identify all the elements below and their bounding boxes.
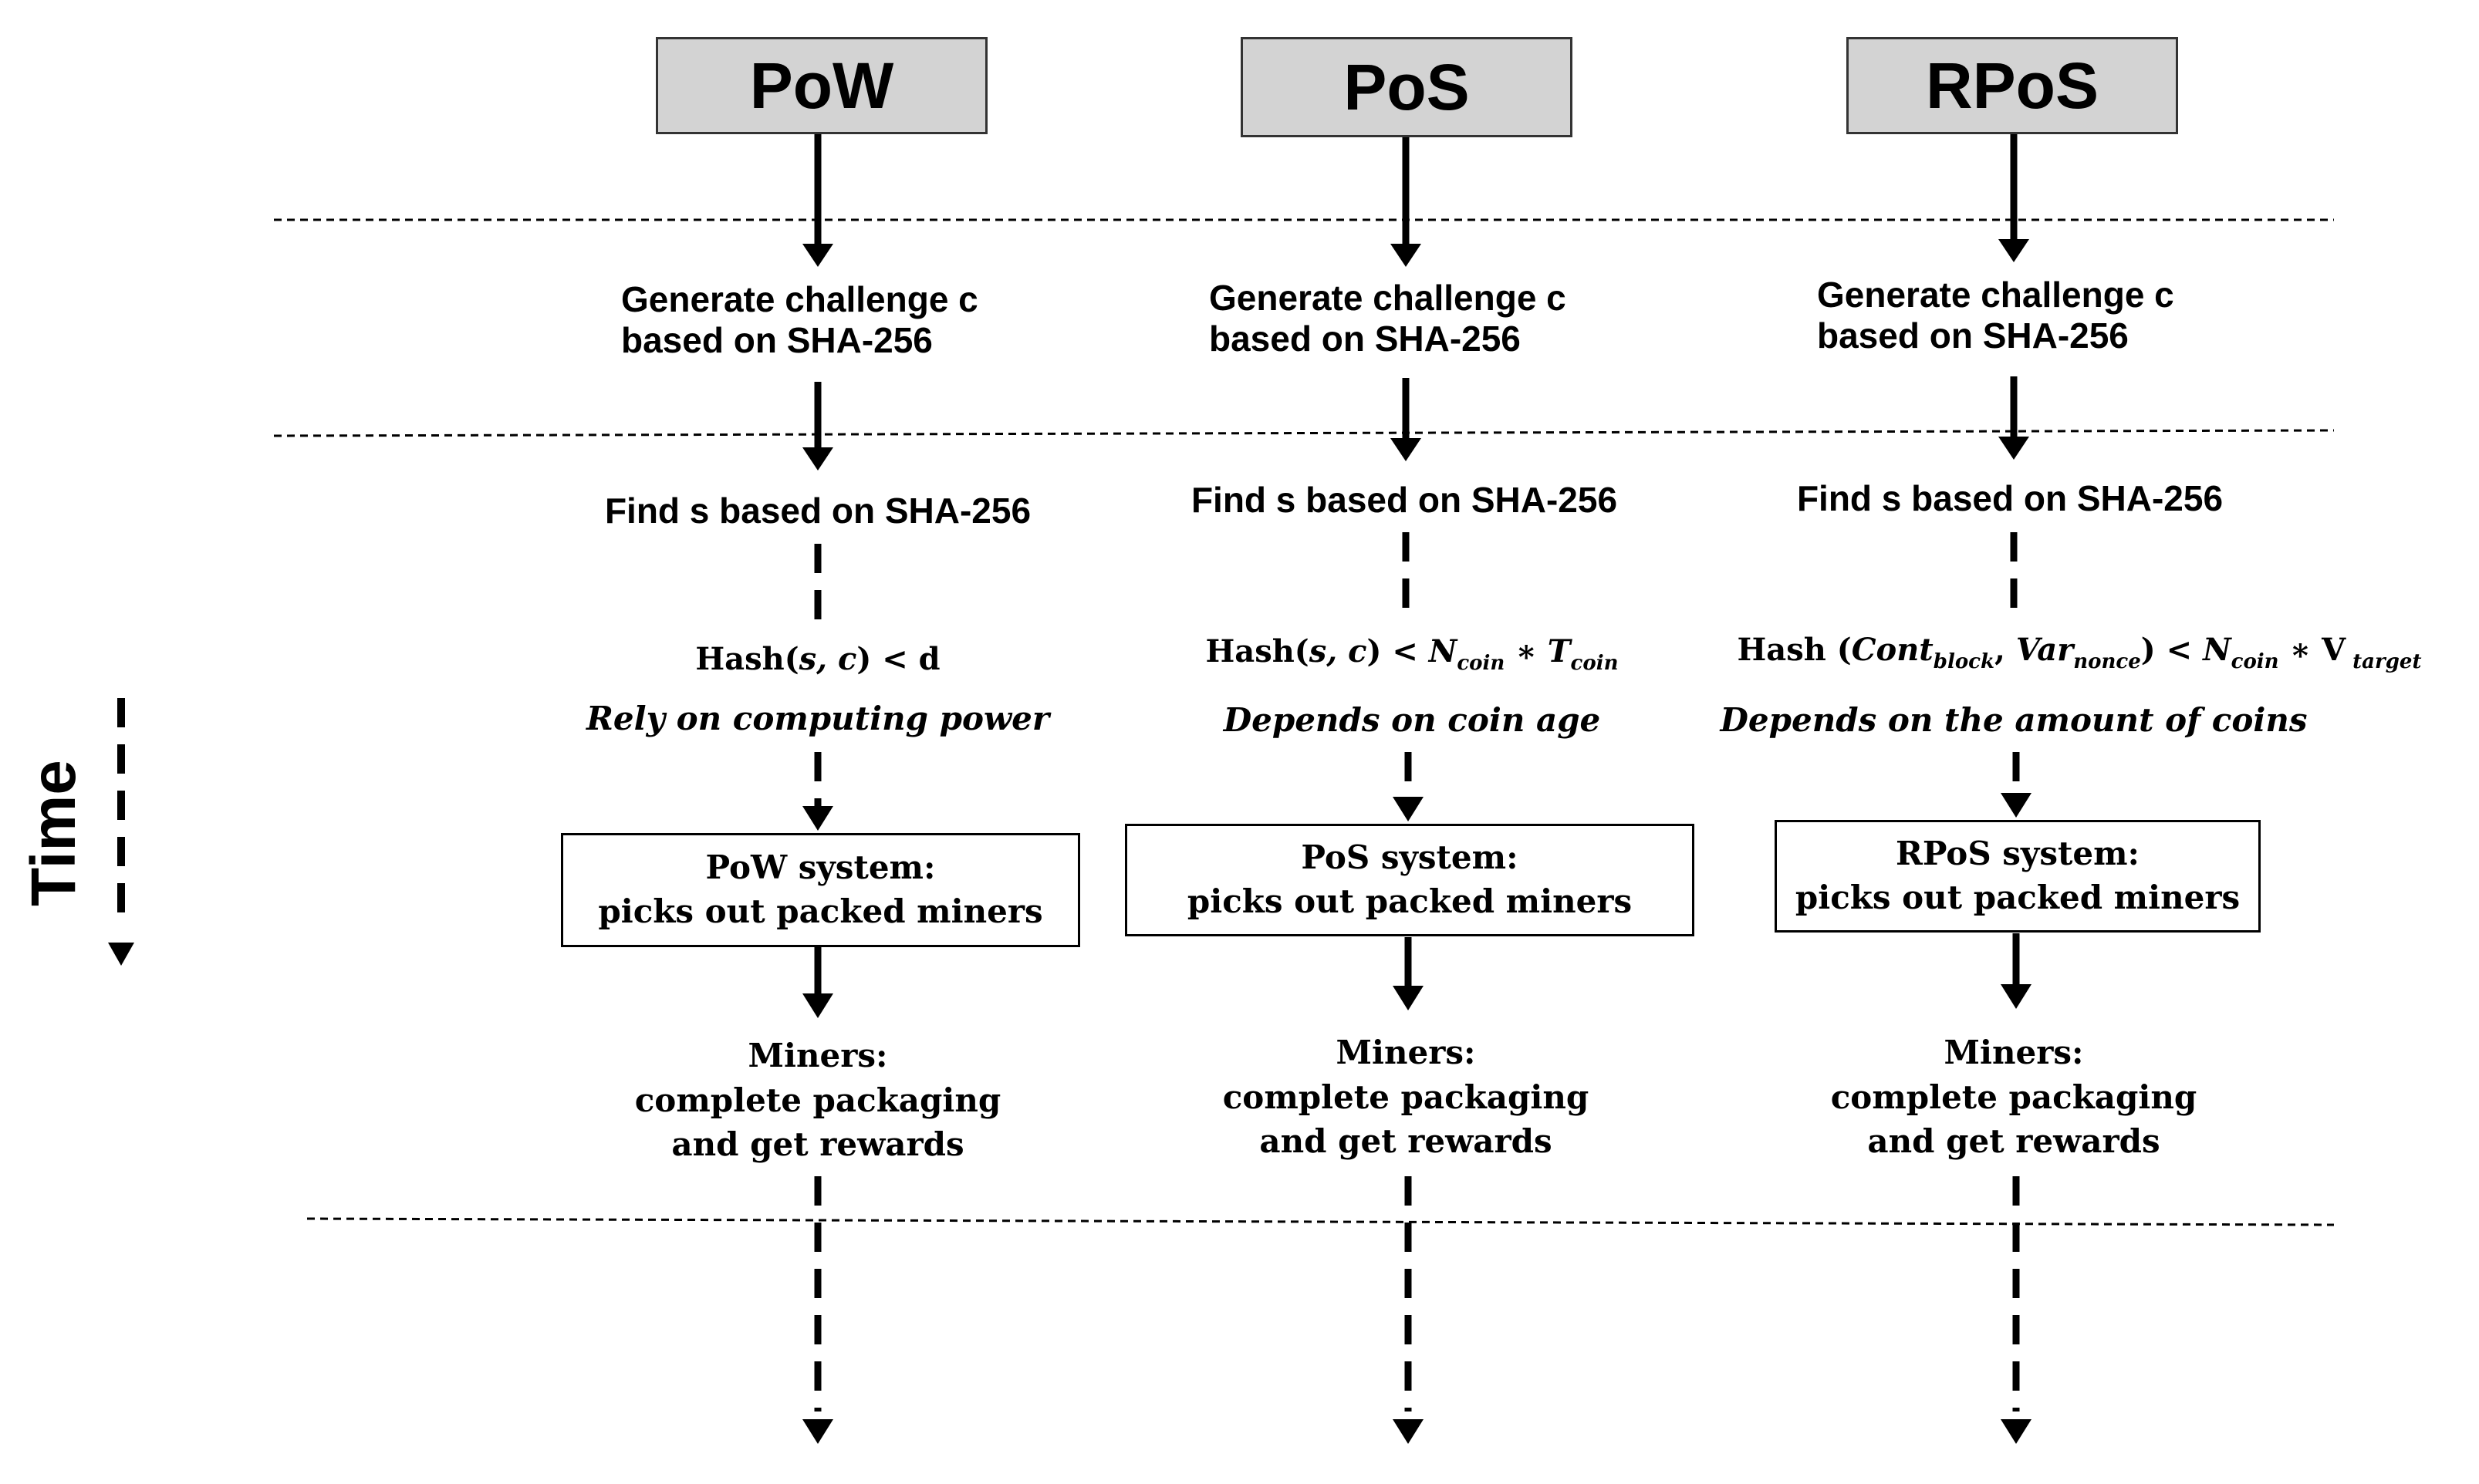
pow-arrow-2-head: [802, 447, 833, 470]
rpos-condition-n-sub: coin: [2231, 650, 2279, 673]
pos-find-text: Find s based on SHA-256: [1191, 480, 1618, 520]
separator-line-3: [306, 1217, 2335, 1226]
rpos-challenge-text: Generate challenge c based on SHA-256: [1782, 275, 2245, 356]
pos-system-box: PoS system: picks out packed miners: [1125, 824, 1694, 936]
time-axis-label: Time: [19, 760, 89, 906]
rpos-condition-sep: ,: [1994, 632, 2016, 668]
separator-line-2: [273, 429, 2335, 437]
pos-arrow-4-head: [1393, 797, 1424, 821]
rpos-condition-v: V: [2322, 632, 2346, 668]
pow-arrow-6-head: [802, 1419, 833, 1444]
pow-system-line-1: PoW system:: [705, 848, 936, 887]
pow-condition-args: s, c: [799, 641, 857, 677]
pos-arrow-5-head: [1393, 986, 1424, 1010]
rpos-arrow-1-head: [1998, 239, 2029, 262]
rpos-condition-a: Cont: [1851, 632, 1934, 668]
pos-dependency: Depends on coin age: [1223, 701, 1601, 739]
pow-miners-line-3: and get rewards: [671, 1125, 964, 1164]
rpos-condition-n: N: [2203, 632, 2231, 668]
rpos-arrow-5-head: [2001, 984, 2031, 1009]
rpos-system-line-1: RPoS system:: [1895, 835, 2140, 873]
rpos-arrow-2-head: [1998, 437, 2029, 460]
pow-miners-text: Miners: complete packaging and get rewar…: [586, 1034, 1049, 1167]
rpos-system-box: RPoS system: picks out packed miners: [1775, 820, 2261, 933]
pos-system-line-2: picks out packed miners: [1187, 882, 1633, 920]
rpos-system-line-2: picks out packed miners: [1795, 879, 2241, 916]
rpos-dependency: Depends on the amount of coins: [1720, 701, 2308, 739]
pos-miners-text: Miners: complete packaging and get rewar…: [1174, 1030, 1637, 1164]
pow-arrow-5-head: [802, 993, 833, 1018]
pow-header: PoW: [656, 37, 988, 134]
rpos-condition-v-sub: target: [2346, 650, 2422, 673]
rpos-miners-text: Miners: complete packaging and get rewar…: [1782, 1030, 2245, 1164]
pos-condition-prefix: Hash(: [1205, 633, 1309, 669]
pos-condition-t-sub: coin: [1570, 652, 1619, 675]
rpos-header: RPoS: [1846, 37, 2178, 134]
rpos-condition-prefix: Hash (: [1737, 632, 1852, 668]
rpos-condition-a-sub: block: [1933, 650, 1995, 673]
pos-arrow-6-head: [1393, 1419, 1424, 1444]
rpos-challenge-line-2: based on SHA-256: [1817, 315, 2129, 356]
rpos-arrow-6-head: [2001, 1419, 2031, 1444]
rpos-challenge-line-1: Generate challenge c: [1817, 275, 2174, 315]
pow-arrow-1-head: [802, 244, 833, 267]
rpos-miners-line-2: complete packaging: [1830, 1078, 2197, 1116]
rpos-miners-line-3: and get rewards: [1867, 1122, 2160, 1161]
pos-system-line-1: PoS system:: [1301, 838, 1518, 877]
rpos-find-text: Find s based on SHA-256: [1796, 478, 2224, 518]
pow-miners-line-1: Miners:: [748, 1037, 888, 1074]
pos-condition-op: ∗: [1505, 633, 1548, 669]
pow-condition: Hash(s, c) < d: [540, 642, 1096, 677]
rpos-condition-close: ) <: [2140, 632, 2204, 668]
pos-challenge-text: Generate challenge c based on SHA-256: [1174, 278, 1637, 359]
pow-system-line-2: picks out packed miners: [598, 892, 1043, 930]
pow-condition-prefix: Hash(: [695, 641, 799, 677]
pow-condition-suffix: ) < d: [856, 641, 941, 677]
pos-condition: Hash(s, c) < Ncoin ∗ Tcoin: [1119, 634, 1705, 676]
pos-challenge-line-2: based on SHA-256: [1209, 318, 1521, 359]
pow-challenge-line-1: Generate challenge c: [621, 279, 978, 319]
pos-condition-args: s, c: [1309, 633, 1367, 669]
pos-condition-suffix: ) <: [1366, 633, 1429, 669]
pow-challenge-line-2: based on SHA-256: [621, 319, 933, 360]
rpos-condition-b: Var: [2015, 632, 2074, 668]
rpos-condition-b-sub: nonce: [2073, 650, 2141, 673]
pos-condition-t: T: [1547, 633, 1571, 669]
pow-find-text: Find s based on SHA-256: [604, 491, 1032, 531]
pow-miners-line-2: complete packaging: [634, 1081, 1001, 1119]
rpos-condition: Hash (Contblock, Varnonce) < Ncoin ∗ V t…: [1690, 632, 2469, 674]
pos-miners-line-1: Miners:: [1336, 1034, 1476, 1071]
pos-condition-n-sub: coin: [1457, 652, 1505, 675]
time-arrow-head: [108, 943, 134, 966]
pos-arrow-1-head: [1390, 244, 1421, 267]
pos-arrow-2-head: [1390, 438, 1421, 461]
pow-system-box: PoW system: picks out packed miners: [561, 833, 1080, 947]
pow-dependency: Rely on computing power: [586, 700, 1049, 737]
pos-miners-line-2: complete packaging: [1222, 1078, 1589, 1116]
rpos-miners-line-1: Miners:: [1944, 1034, 2084, 1071]
pow-arrow-4-head: [802, 806, 833, 831]
pos-condition-n: N: [1428, 633, 1457, 669]
pow-challenge-text: Generate challenge c based on SHA-256: [586, 279, 1049, 361]
rpos-arrow-4-head: [2001, 793, 2031, 818]
pos-header: PoS: [1241, 37, 1572, 137]
pos-challenge-line-1: Generate challenge c: [1209, 278, 1566, 318]
rpos-condition-op: ∗: [2278, 632, 2322, 668]
pos-miners-line-3: and get rewards: [1259, 1122, 1552, 1161]
